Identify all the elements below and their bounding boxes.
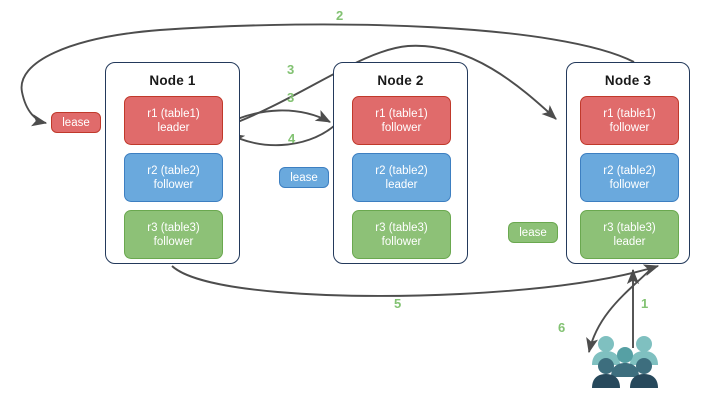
replica-role: follower	[153, 235, 194, 248]
arrow-step-5	[171, 264, 660, 297]
node-title: Node 3	[604, 73, 652, 88]
replica-role: follower	[381, 121, 422, 134]
step-label-4: 4	[288, 131, 296, 146]
replica-node2-r1[interactable]: r1 (table1) follower	[352, 96, 451, 145]
replica-name: r3 (table3)	[147, 221, 200, 234]
lease-badge-table3[interactable]: lease	[508, 222, 558, 243]
replica-node2-r2[interactable]: r2 (table2) leader	[352, 153, 451, 202]
node-title: Node 2	[377, 73, 424, 88]
arrow-step-6	[586, 267, 653, 354]
replica-node2-r3[interactable]: r3 (table3) follower	[352, 210, 451, 259]
replica-node1-r3[interactable]: r3 (table3) follower	[124, 210, 223, 259]
replica-node1-r2[interactable]: r2 (table2) follower	[124, 153, 223, 202]
replica-role: follower	[381, 235, 422, 248]
replica-name: r1 (table1)	[375, 107, 428, 120]
replica-name: r2 (table2)	[603, 164, 656, 177]
replica-name: r1 (table1)	[147, 107, 200, 120]
replica-role: leader	[613, 235, 646, 248]
step-label-1: 1	[641, 296, 649, 311]
node-container-node3: Node 3 r1 (table1) follower r2 (table2) …	[566, 62, 690, 264]
replica-role: leader	[385, 178, 418, 191]
node-container-node2: Node 2 r1 (table1) follower r2 (table2) …	[333, 62, 468, 264]
lease-badge-table1[interactable]: lease	[51, 112, 101, 133]
step-label-3b: 3	[287, 90, 295, 105]
arrow-step-3-upper	[221, 44, 557, 129]
step-label-3a: 3	[287, 62, 295, 77]
lease-badge-table2[interactable]: lease	[279, 167, 329, 188]
replica-role: follower	[609, 121, 650, 134]
replica-name: r3 (table3)	[603, 221, 656, 234]
node-title: Node 1	[149, 73, 196, 88]
arrow-step-2	[20, 23, 635, 127]
step-label-6: 6	[558, 320, 566, 335]
replica-node1-r1[interactable]: r1 (table1) leader	[124, 96, 223, 145]
replica-name: r2 (table2)	[147, 164, 200, 177]
replica-name: r1 (table1)	[603, 107, 656, 120]
replica-node3-r2[interactable]: r2 (table2) follower	[580, 153, 679, 202]
arrow-step-4	[229, 125, 335, 147]
replica-node3-r1[interactable]: r1 (table1) follower	[580, 96, 679, 145]
step-label-5: 5	[394, 296, 402, 311]
node-container-node1: Node 1 r1 (table1) leader r2 (table2) fo…	[105, 62, 240, 264]
replica-role: leader	[157, 121, 190, 134]
replica-name: r3 (table3)	[375, 221, 428, 234]
users-group-icon	[592, 336, 658, 388]
replica-role: follower	[609, 178, 650, 191]
step-label-2: 2	[336, 8, 344, 23]
replica-role: follower	[153, 178, 194, 191]
replica-node3-r3[interactable]: r3 (table3) leader	[580, 210, 679, 259]
replica-name: r2 (table2)	[375, 164, 428, 177]
